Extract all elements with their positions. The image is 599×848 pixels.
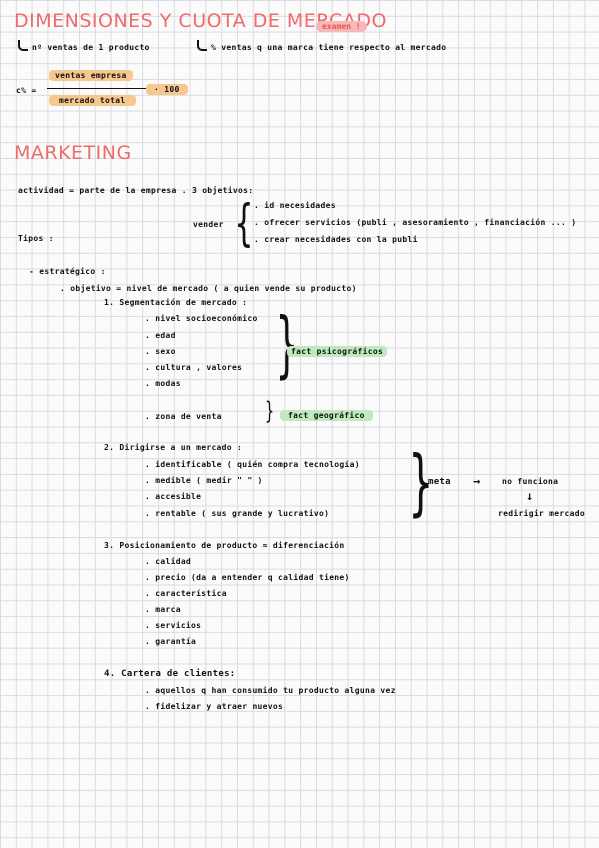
seg-item-2: . edad bbox=[145, 331, 176, 340]
fact-geografico: fact geográfico bbox=[280, 410, 373, 421]
zona-venta: . zona de venta bbox=[145, 412, 222, 421]
page-title: DIMENSIONES Y CUOTA DE MERCADO bbox=[14, 10, 387, 32]
posicion-item-5: . servicios bbox=[145, 621, 202, 630]
posicion-item-4: . marca bbox=[145, 605, 181, 614]
segmentacion-title: 1. Segmentación de mercado : bbox=[104, 298, 248, 307]
posicionamiento-title: 3. Posicionamiento de producto ≈ diferen… bbox=[104, 541, 345, 550]
definition: actividad = parte de la empresa . 3 obje… bbox=[18, 186, 254, 195]
formula-numerator: ventas empresa bbox=[49, 70, 133, 81]
vender-item-2: . ofrecer servicios (publi , asesoramien… bbox=[254, 218, 577, 227]
seg-item-5: . modas bbox=[145, 379, 181, 388]
cartera-item-2: . fidelizar y atraer nuevos bbox=[145, 702, 284, 711]
note-percentage: % ventas q una marca tiene respecto al m… bbox=[197, 40, 446, 52]
vender-item-3: . crear necesidades con la publi bbox=[254, 235, 418, 244]
redirigir-mercado: redirigir mercado bbox=[498, 509, 585, 518]
dirigirse-title: 2. Dirigirse a un mercado : bbox=[104, 443, 243, 452]
seg-item-4: . cultura , valores bbox=[145, 363, 243, 372]
fraction-bar bbox=[47, 88, 147, 89]
formula-lhs: c% = bbox=[16, 86, 37, 95]
meta-label: meta bbox=[428, 477, 451, 487]
fact-psicograficos: fact psicográficos bbox=[287, 346, 388, 357]
note-units: nº ventas de 1 producto bbox=[18, 40, 150, 52]
dirigirse-item-4: . rentable ( sus grande y lucrativo) bbox=[145, 509, 330, 518]
note-units-text: nº ventas de 1 producto bbox=[32, 43, 150, 52]
objetivo: . objetivo = nivel de mercado ( a quien … bbox=[60, 284, 357, 293]
seg-item-3: . sexo bbox=[145, 347, 176, 356]
cartera-title: 4. Cartera de clientes: bbox=[104, 669, 236, 679]
brace-zona: } bbox=[265, 397, 275, 425]
note-percentage-text: % ventas q una marca tiene respecto al m… bbox=[211, 43, 447, 52]
posicion-item-2: . precio (da a entender q calidad tiene) bbox=[145, 573, 350, 582]
formula-multiplier: · 100 bbox=[146, 84, 188, 95]
dirigirse-item-2: . medible ( medir " " ) bbox=[145, 476, 263, 485]
vender-label: vender bbox=[193, 220, 224, 229]
estrategico-label: - estratégico : bbox=[29, 267, 106, 276]
hook-arrow-icon bbox=[197, 40, 207, 51]
brace-segmentacion: } bbox=[275, 302, 299, 386]
dirigirse-item-3: . accesible bbox=[145, 492, 202, 501]
posicion-item-3: . característica bbox=[145, 589, 227, 598]
exam-badge: examen ! bbox=[316, 21, 367, 32]
down-arrow-icon: ↓ bbox=[526, 489, 534, 503]
posicion-item-1: . calidad bbox=[145, 557, 192, 566]
dirigirse-item-1: . identificable ( quién compra tecnologí… bbox=[145, 460, 360, 469]
brace-dirigirse: } bbox=[408, 440, 434, 524]
hook-arrow-icon bbox=[18, 40, 28, 51]
formula-denominator: mercado total bbox=[49, 95, 136, 106]
section-title-marketing: MARKETING bbox=[14, 142, 132, 164]
vender-item-1: . id necesidades bbox=[254, 201, 336, 210]
seg-item-1: . nivel socioeconómico bbox=[145, 314, 258, 323]
brace-vender: { bbox=[234, 194, 254, 252]
cartera-item-1: . aquellos q han consumido tu producto a… bbox=[145, 686, 396, 695]
tipos-label: Tipos : bbox=[18, 234, 54, 243]
posicion-item-6: . garantía bbox=[145, 637, 197, 646]
no-funciona: no funciona bbox=[502, 477, 559, 486]
right-arrow-icon: → bbox=[473, 474, 481, 488]
